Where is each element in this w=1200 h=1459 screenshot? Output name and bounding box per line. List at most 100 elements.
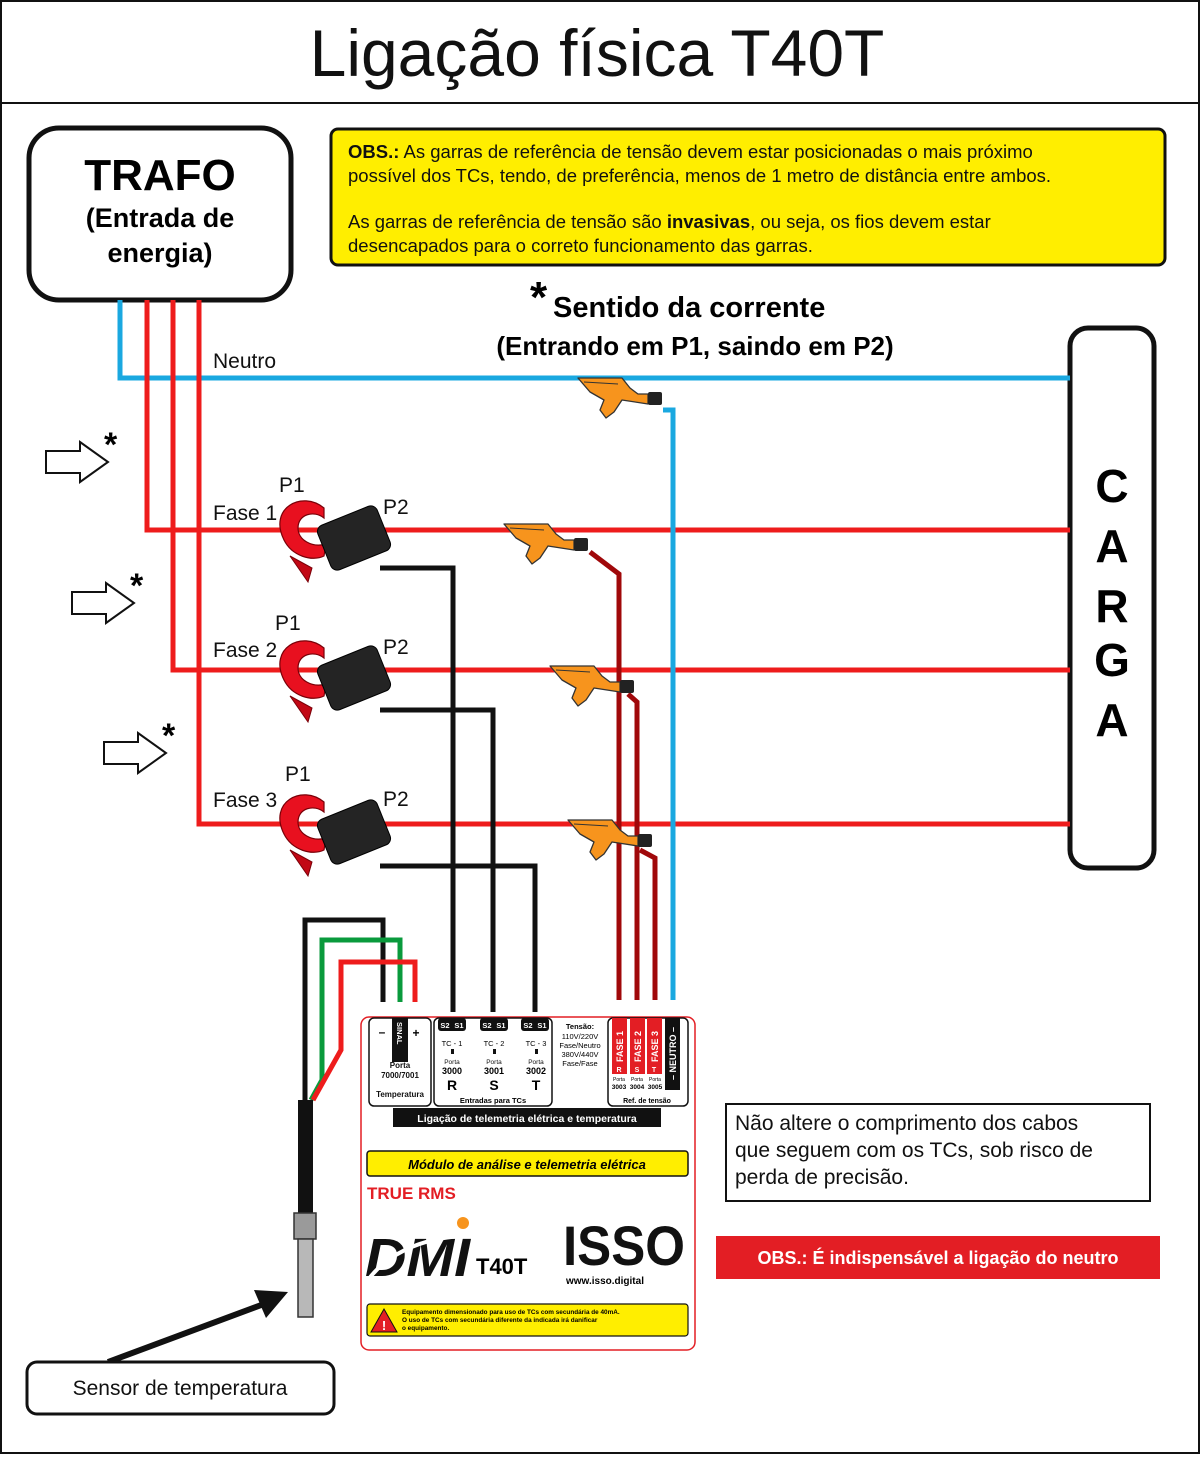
voltage-ref-caption: Ref. de tensão	[623, 1098, 671, 1105]
warning-line: o equipamento.	[402, 1325, 449, 1332]
phase-1-label: Fase 1	[213, 502, 277, 525]
load-letter: C	[1095, 460, 1128, 512]
fase-1-port: 3003	[612, 1084, 627, 1091]
ct-2-port: 3001	[484, 1066, 504, 1076]
voltage-ref-1: FASE 1 R Porta 3003	[612, 1018, 627, 1091]
ct-1-s2: S2	[440, 1021, 449, 1030]
ct-3-port: 3002	[526, 1066, 546, 1076]
phase-3-label: Fase 3	[213, 789, 277, 812]
fase-1-label: FASE 1	[615, 1031, 625, 1062]
warning-icon	[370, 1307, 398, 1333]
obs-box	[329, 127, 1167, 267]
fase-2-label: FASE 2	[633, 1031, 643, 1062]
ct-3-name: TC - 3	[526, 1039, 547, 1048]
fase-3-letter: T	[652, 1067, 657, 1074]
ct-2-s1: S1	[496, 1021, 505, 1030]
ct-1-phase: R	[447, 1077, 457, 1093]
fase-1-port-label: Porta	[613, 1077, 625, 1083]
fase-3-port: 3005	[648, 1084, 663, 1091]
svg-text:*: *	[104, 426, 118, 464]
obs-line-3: As garras de referência de tensão são in…	[348, 211, 991, 232]
ct-1-port: 3000	[442, 1066, 462, 1076]
voltage-info: 110V/220V	[562, 1032, 599, 1041]
fase-3-port-label: Porta	[649, 1077, 661, 1083]
voltage-ref-2: FASE 2 S Porta 3004	[630, 1018, 645, 1091]
sensor-label: Sensor de temperatura	[73, 1377, 288, 1400]
phase-1-wire	[144, 300, 1070, 533]
neutral-port-label: – NEUTRO –	[668, 1027, 678, 1080]
ct-3-port-label: Porta	[528, 1059, 544, 1066]
neutral-wire	[117, 300, 1070, 381]
fase-1-letter: R	[616, 1067, 621, 1074]
ct-input-1: S2 S1 TC - 1 Porta 3000 R	[438, 1018, 466, 1093]
page-title: Ligação física T40T	[310, 16, 885, 90]
ct-input-2: S2 S1 TC - 2 Porta 3001 S	[480, 1018, 508, 1093]
voltage-info: Fase/Neutro	[559, 1041, 600, 1050]
signal-label: SINAL	[395, 1022, 404, 1045]
warning-line: Equipamento dimensionado para uso de TCs…	[402, 1309, 620, 1316]
neutral-label: Neutro	[213, 350, 276, 373]
cable-note-line: perda de precisão.	[735, 1166, 909, 1189]
ct-p2-label: P2	[383, 788, 409, 811]
ct-3-s2: S2	[523, 1021, 532, 1030]
trafo-subtitle-1: (Entrada de	[86, 203, 235, 233]
ct-1-s1: S1	[454, 1021, 463, 1030]
ct-2-port-label: Porta	[486, 1059, 502, 1066]
fase-2-port: 3004	[630, 1084, 645, 1091]
ct-3-s1: S1	[537, 1021, 546, 1030]
voltage-info: Tensão:	[566, 1022, 594, 1031]
current-direction-asterisk: *	[530, 273, 548, 322]
temp-port-caption: Temperatura	[376, 1090, 424, 1099]
ct-2-s2: S2	[482, 1021, 491, 1030]
neutral-ref-cable	[663, 407, 676, 1000]
neutral-note: OBS.: É indispensável a ligação do neutr…	[757, 1247, 1118, 1268]
load-box	[1067, 325, 1157, 871]
temp-minus: –	[379, 1025, 386, 1039]
ct-3-phase: T	[532, 1077, 541, 1093]
cable-note-line: Não altere o comprimento dos cabos	[735, 1112, 1078, 1135]
telemetry-band	[393, 1108, 661, 1127]
trafo-subtitle-2: energia)	[107, 238, 212, 268]
isso-logo-icon: ISSO	[563, 1214, 685, 1277]
current-direction-title: Sentido da corrente	[553, 292, 825, 324]
neutral-note-box	[716, 1236, 1160, 1279]
ct-p2-label: P2	[383, 496, 409, 519]
cable-note-line: que seguem com os TCs, sob risco de	[735, 1139, 1093, 1162]
sensor-collar	[293, 1212, 317, 1240]
phase-2-ref-cable	[626, 692, 640, 1000]
load-letter: G	[1094, 634, 1130, 686]
ct-inputs-caption: Entradas para TCs	[460, 1096, 526, 1105]
warning-line: O uso de TCs com secundária diferente da…	[402, 1317, 598, 1324]
svg-text:*: *	[162, 717, 176, 755]
obs-line-1: OBS.: As garras de referência de tensão …	[348, 141, 1033, 162]
phase-3-wire	[196, 300, 1070, 827]
voltage-ref-3: FASE 3 T Porta 3005	[647, 1018, 663, 1091]
telemetry-band-text: Ligação de telemetria elétrica e tempera…	[417, 1113, 637, 1125]
warning-box	[366, 1303, 689, 1337]
model-label: T40T	[476, 1254, 528, 1279]
phase-2-wire	[170, 300, 1070, 673]
load-letter: A	[1095, 520, 1128, 572]
voltage-info: Fase/Fase	[562, 1059, 597, 1068]
sensor-pointer-arrowhead	[254, 1290, 288, 1318]
phase-1-ref-cable	[588, 550, 622, 1000]
isso-site: www.isso.digital	[565, 1276, 644, 1287]
sensor-cable-body	[298, 1100, 313, 1214]
ct-input-3: S2 S1 TC - 3 Porta 3002 T	[521, 1018, 549, 1093]
phase-2-label: Fase 2	[213, 639, 277, 662]
voltage-info: 380V/440V	[561, 1050, 598, 1059]
fase-3-label: FASE 3	[650, 1031, 660, 1062]
ct-3-cable	[380, 863, 538, 1012]
dmi-logo-icon: DMI	[365, 1217, 471, 1288]
temp-port-number: 7000/7001	[381, 1071, 419, 1080]
sensor-label-box	[25, 1360, 336, 1416]
trafo-title: TRAFO	[84, 151, 236, 200]
temp-port-label: Porta	[390, 1061, 411, 1070]
obs-line-2: possível dos TCs, tendo, de preferência,…	[348, 165, 1051, 186]
ct-2-cable	[380, 707, 496, 1012]
signal-strip	[392, 1018, 408, 1062]
ct-1-name: TC - 1	[442, 1039, 463, 1048]
ct-1-port-label: Porta	[444, 1059, 460, 1066]
true-rms-label: TRUE RMS	[367, 1184, 456, 1203]
